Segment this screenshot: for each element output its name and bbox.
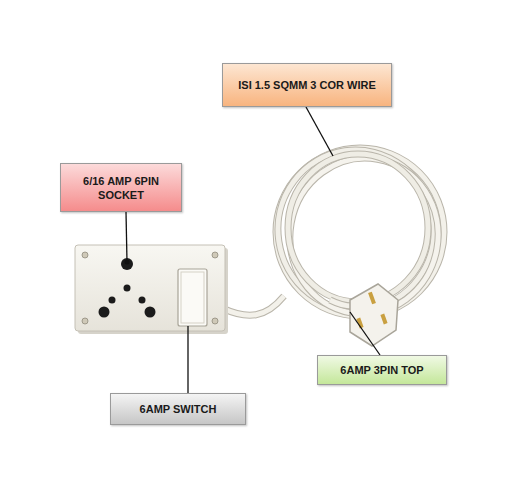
callout-label: 6/16 AMP 6PIN SOCKET — [61, 172, 181, 204]
cable — [330, 300, 352, 306]
cable — [222, 296, 284, 315]
callout-box: 6AMP 3PIN TOP — [317, 355, 447, 385]
leader-line — [126, 107, 380, 393]
cable — [222, 296, 284, 315]
callout-label: 6AMP SWITCH — [126, 400, 231, 418]
extension-board — [75, 245, 228, 334]
leader-dot — [125, 260, 130, 265]
cable — [330, 300, 352, 306]
callout-box: ISI 1.5 SQMM 3 COR WIRE — [222, 63, 392, 107]
callout-box: 6AMP SWITCH — [110, 393, 246, 425]
callout-label: ISI 1.5 SQMM 3 COR WIRE — [224, 76, 390, 94]
callout-box: 6/16 AMP 6PIN SOCKET — [60, 163, 182, 212]
plug-top — [350, 284, 398, 346]
callout-label: 6AMP 3PIN TOP — [326, 361, 437, 379]
